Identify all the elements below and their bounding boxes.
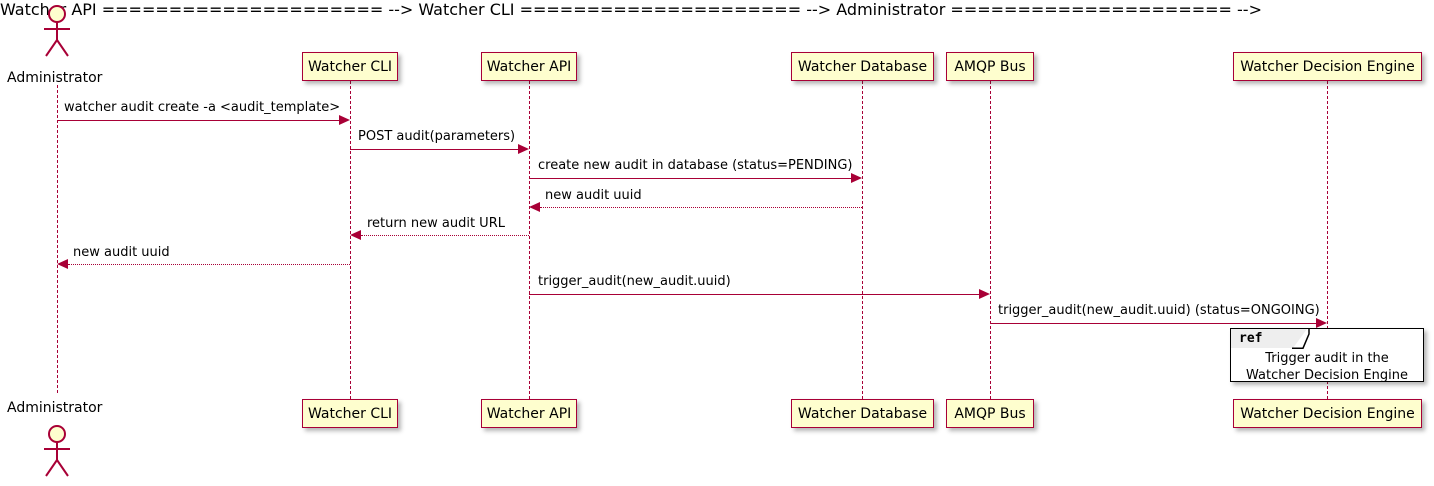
- lifeline-watcher-decision-engine: [1327, 81, 1328, 399]
- participant-label: Watcher Decision Engine: [1240, 405, 1415, 422]
- lifeline-administrator: [57, 85, 58, 393]
- participant-amqp-bus-top[interactable]: AMQP Bus: [946, 52, 1034, 81]
- actor-administrator-top-icon: [34, 4, 80, 60]
- participant-amqp-bus-bottom[interactable]: AMQP Bus: [946, 399, 1034, 428]
- message-3-label: create new audit in database (status=PEN…: [538, 158, 853, 173]
- message-5-label: return new audit URL: [367, 216, 505, 231]
- message-8-label: trigger_audit(new_audit.uuid) (status=ON…: [998, 303, 1320, 318]
- message-8-line: [990, 323, 1317, 324]
- lifeline-amqp-bus: [990, 81, 991, 399]
- actor-administrator-top-label: Administrator: [7, 70, 103, 86]
- participant-watcher-decision-engine-top[interactable]: Watcher Decision Engine: [1233, 52, 1422, 81]
- participant-label: Watcher API: [486, 58, 572, 75]
- message-3-line: [529, 178, 852, 179]
- participant-label: Watcher CLI: [307, 58, 393, 75]
- ref-fragment: ref Trigger audit in the Watcher Decisio…: [1230, 328, 1424, 383]
- message-1-label: watcher audit create -a <audit_template>: [64, 100, 341, 115]
- message-6-line: [68, 264, 350, 265]
- message-7-line: [529, 294, 980, 295]
- message-5-line: [361, 235, 529, 236]
- participant-label: Watcher Database: [797, 405, 928, 422]
- message-1-arrowhead-icon: [339, 115, 350, 125]
- participant-label: Watcher API: [486, 405, 572, 422]
- ref-fragment-tab: ref: [1231, 329, 1293, 348]
- ref-fragment-line2: Watcher Decision Engine: [1246, 368, 1408, 383]
- message-2-arrowhead-icon: [518, 144, 529, 154]
- lifeline-watcher-database: [862, 81, 863, 399]
- message-7-arrowhead-icon: [979, 289, 990, 299]
- ref-fragment-notch-border-icon: [1292, 329, 1310, 349]
- participant-watcher-database-top[interactable]: Watcher Database: [791, 52, 934, 81]
- actor-administrator-bottom-label: Administrator: [7, 400, 103, 416]
- ref-fragment-tag: ref: [1239, 331, 1263, 346]
- participant-watcher-cli-top[interactable]: Watcher CLI: [302, 52, 398, 81]
- lifeline-watcher-api: [529, 81, 530, 399]
- message-6-arrowhead-icon: [57, 259, 68, 269]
- participant-label: AMQP Bus: [954, 58, 1026, 75]
- message-4-label: new audit uuid: [545, 188, 642, 203]
- message-4-line: [540, 207, 862, 208]
- message-2-line: [350, 149, 519, 150]
- message-6-label: new audit uuid: [73, 245, 170, 260]
- message-3-arrowhead-icon: [851, 173, 862, 183]
- message-5-arrowhead-icon: [350, 230, 361, 240]
- message-8-arrowhead-icon: [1316, 318, 1327, 328]
- message-1-line: [57, 120, 340, 121]
- participant-label: Watcher Database: [797, 58, 928, 75]
- message-7-label: trigger_audit(new_audit.uuid): [538, 274, 731, 289]
- ref-fragment-line1: Trigger audit in the: [1265, 351, 1389, 366]
- participant-watcher-cli-bottom[interactable]: Watcher CLI: [302, 399, 398, 428]
- participant-label: Watcher Decision Engine: [1240, 58, 1415, 75]
- ref-fragment-notch-icon: [1293, 329, 1307, 348]
- participant-watcher-api-top[interactable]: Watcher API: [481, 52, 577, 81]
- message-4-arrowhead-icon: [529, 202, 540, 212]
- message-2-label: POST audit(parameters): [358, 129, 516, 144]
- participant-watcher-api-bottom[interactable]: Watcher API: [481, 399, 577, 428]
- participant-watcher-decision-engine-bottom[interactable]: Watcher Decision Engine: [1233, 399, 1422, 428]
- participant-label: Watcher CLI: [307, 405, 393, 422]
- lifeline-watcher-cli: [350, 81, 351, 399]
- participant-watcher-database-bottom[interactable]: Watcher Database: [791, 399, 934, 428]
- participant-label: AMQP Bus: [954, 405, 1026, 422]
- actor-administrator-bottom-icon: [34, 424, 80, 480]
